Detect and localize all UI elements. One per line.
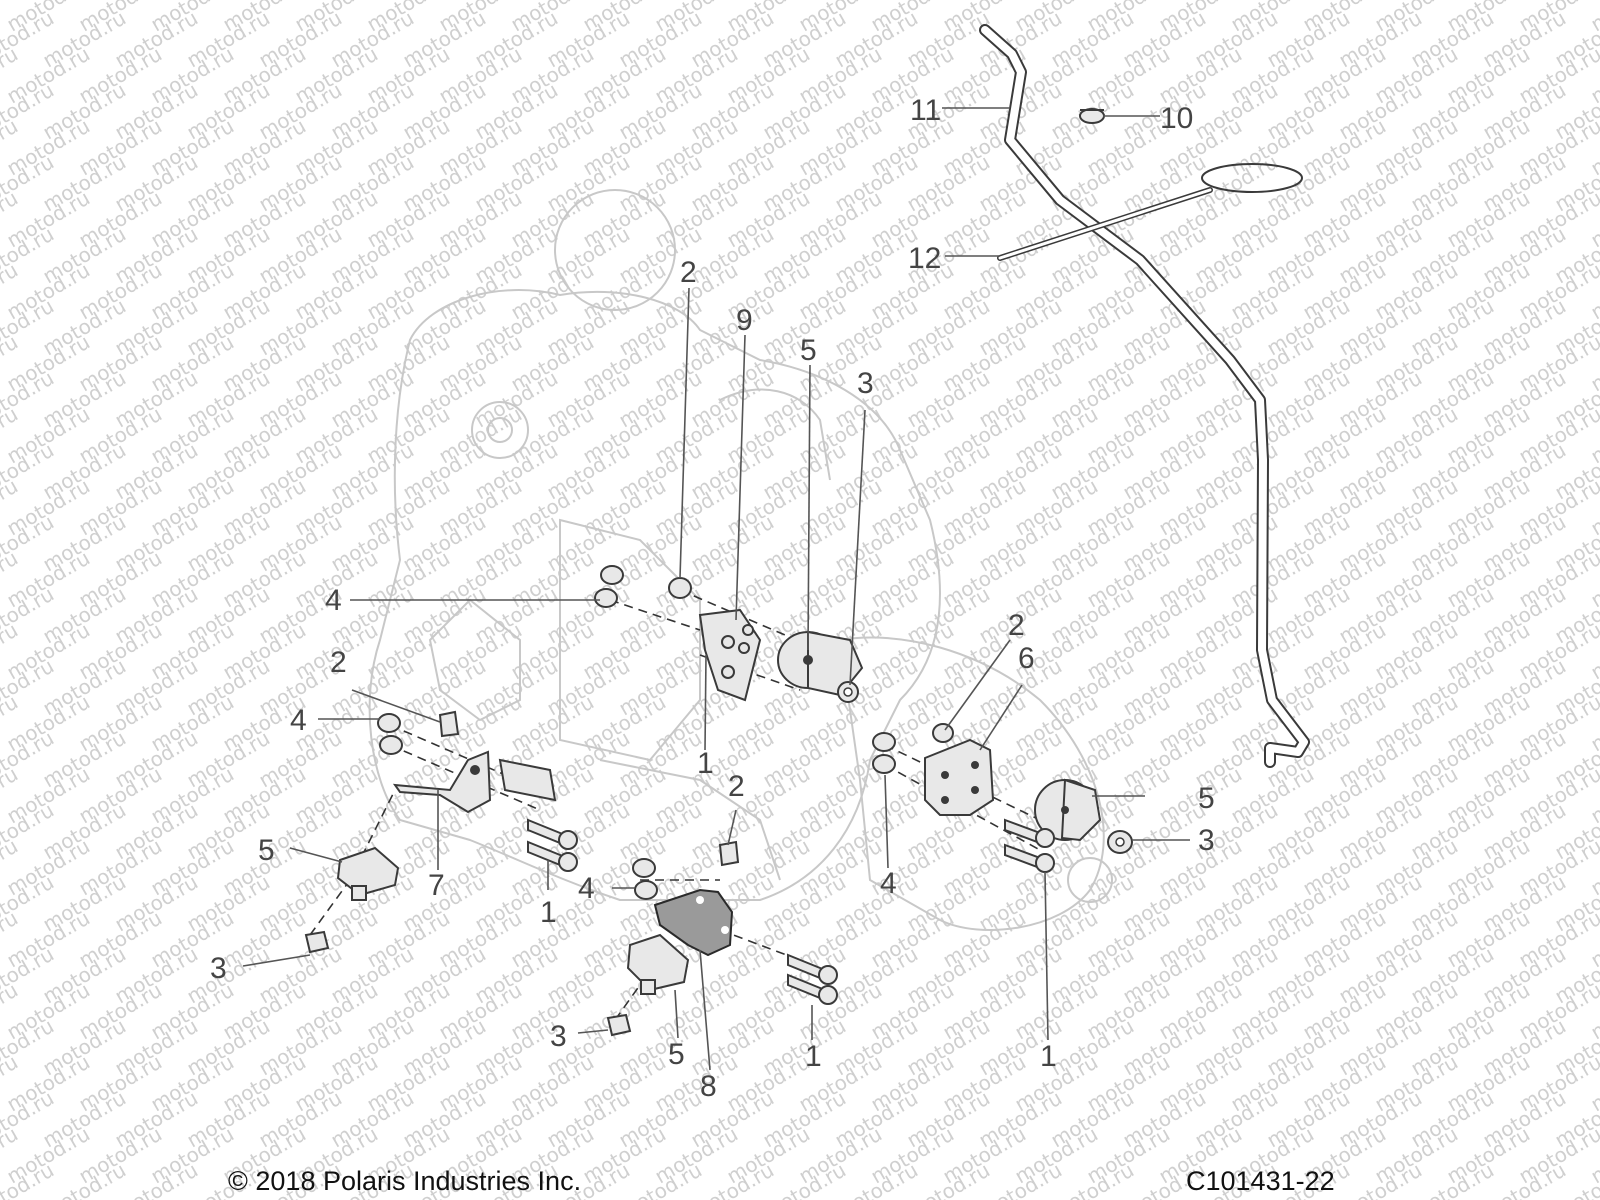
callout-label: 3: [1198, 824, 1215, 857]
callout-label: 3: [210, 952, 227, 985]
callout-label: 5: [668, 1038, 685, 1071]
callout-label: 9: [736, 304, 753, 337]
callout-label: 1: [1040, 1040, 1057, 1073]
callout-label: 5: [1198, 782, 1215, 815]
callout-label: 2: [330, 646, 347, 679]
callout-label: 4: [880, 867, 897, 900]
callout-label: 3: [550, 1020, 567, 1053]
callout-label: 10: [1160, 102, 1193, 135]
callout-label: 5: [258, 834, 275, 867]
callout-label: 3: [857, 367, 874, 400]
callout-label: 2: [680, 256, 697, 289]
callout-label: 6: [1018, 642, 1035, 675]
clamp-part-10: [1079, 108, 1105, 124]
callout-label: 4: [325, 584, 342, 617]
callout-label: 11: [910, 94, 941, 127]
diagram-code: C101431-22: [1186, 1166, 1335, 1196]
callout-label: 4: [290, 704, 307, 737]
copyright-text: © 2018 Polaris Industries Inc.: [228, 1166, 582, 1196]
callout-label: 12: [908, 242, 941, 275]
callout-label: 2: [1008, 609, 1025, 642]
callout-label: 1: [805, 1040, 822, 1073]
callout-label: 2: [728, 770, 745, 803]
callout-label: 1: [697, 747, 714, 780]
callout-label: 4: [578, 872, 595, 905]
callout-label: 7: [428, 869, 445, 902]
callout-label: 5: [800, 334, 817, 367]
callout-label: 8: [700, 1070, 717, 1103]
callout-label: 1: [540, 896, 557, 929]
